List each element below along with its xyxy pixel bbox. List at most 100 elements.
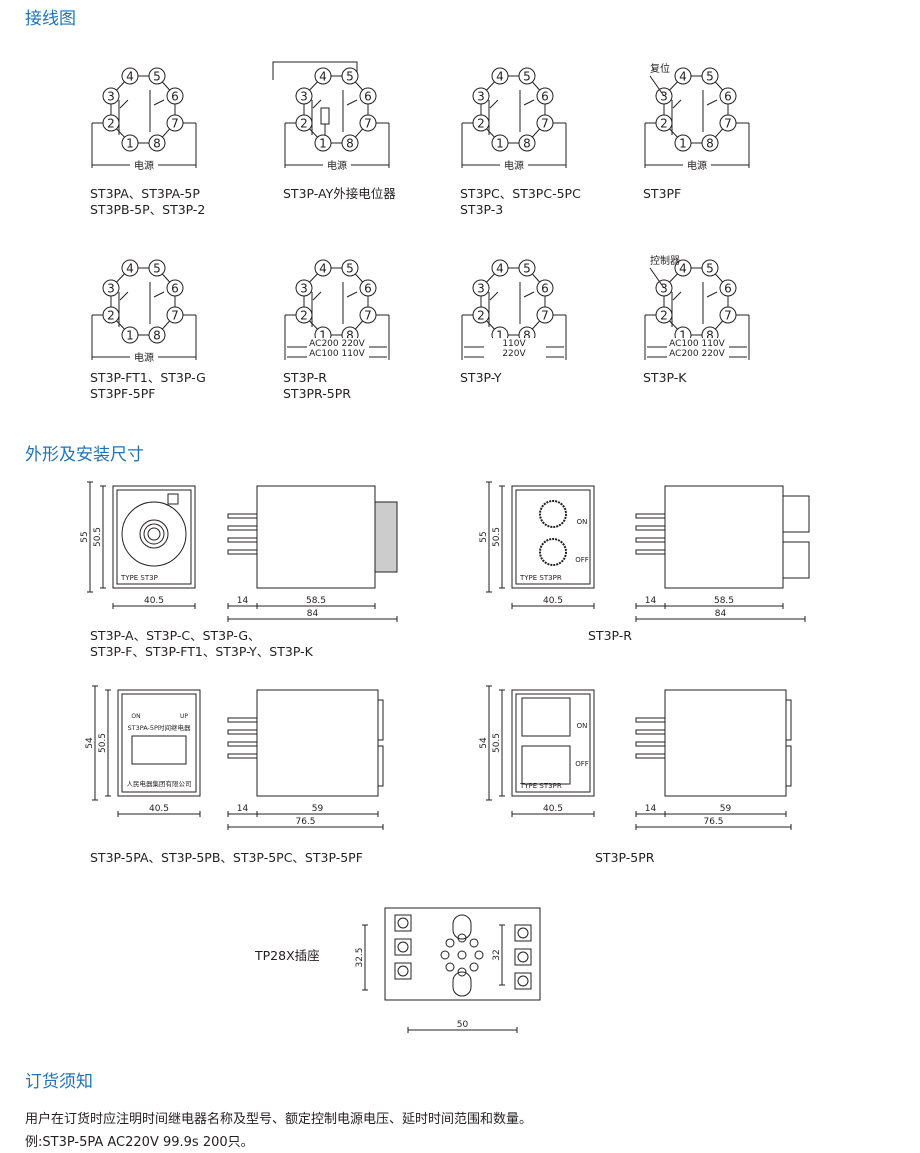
front-panel bbox=[515, 489, 591, 585]
pin-1 bbox=[491, 134, 509, 152]
off-dial bbox=[539, 538, 567, 566]
pin-3 bbox=[102, 279, 120, 297]
pin-number: 1 bbox=[496, 137, 504, 151]
pin-number: 2 bbox=[477, 309, 485, 323]
terminal bbox=[514, 948, 532, 966]
pin-3 bbox=[472, 87, 490, 105]
socket-hole bbox=[457, 967, 467, 977]
side-view bbox=[664, 485, 784, 589]
front-view bbox=[117, 689, 201, 797]
pin-6 bbox=[166, 87, 184, 105]
pin-number: 3 bbox=[660, 282, 668, 296]
pin bbox=[635, 513, 666, 519]
connector-tab bbox=[785, 699, 792, 741]
pin-number: 2 bbox=[107, 309, 115, 323]
pin-5 bbox=[341, 259, 359, 277]
pin bbox=[227, 729, 258, 735]
product-name: ST3PA-5P时间继电器 bbox=[128, 723, 191, 732]
pin-4 bbox=[674, 67, 692, 85]
dim-value: 32 bbox=[492, 949, 502, 960]
knob bbox=[374, 501, 398, 573]
voltage-label: AC200 220V bbox=[309, 339, 366, 349]
pin-6 bbox=[359, 87, 377, 105]
pin-number: 7 bbox=[724, 117, 732, 131]
pin-number: 5 bbox=[153, 70, 161, 84]
pin-number: 8 bbox=[706, 137, 714, 151]
digit-switch bbox=[131, 735, 187, 765]
dial-ring bbox=[143, 523, 165, 545]
pin bbox=[635, 549, 666, 555]
power-label: 电源 bbox=[134, 159, 154, 172]
pin-6 bbox=[166, 279, 184, 297]
diagram-caption: ST3P-R bbox=[283, 370, 327, 385]
pin-number: 3 bbox=[107, 90, 115, 104]
pin-number: 4 bbox=[126, 70, 134, 84]
pin-number: 6 bbox=[724, 282, 732, 296]
contact-switch bbox=[346, 99, 358, 106]
pin-3 bbox=[295, 87, 313, 105]
on-dial bbox=[539, 500, 567, 528]
pin-number: 1 bbox=[126, 137, 134, 151]
power-label: 电源 bbox=[327, 159, 347, 172]
socket-body bbox=[384, 907, 541, 1001]
dial-ring bbox=[147, 527, 161, 541]
socket-hole bbox=[457, 933, 467, 943]
contact-switch bbox=[119, 291, 129, 301]
pin-1 bbox=[674, 134, 692, 152]
order-section-title: 订货须知 bbox=[25, 1072, 93, 1092]
pin-1 bbox=[121, 326, 139, 344]
wiring-note: 复位 bbox=[650, 62, 670, 75]
pin bbox=[227, 753, 258, 759]
label-bg bbox=[667, 338, 729, 348]
socket-hole bbox=[474, 950, 484, 960]
off-label: OFF bbox=[575, 760, 589, 768]
terminal-screw bbox=[517, 951, 529, 963]
dim-value: 50.5 bbox=[93, 527, 103, 547]
pin-8 bbox=[518, 134, 536, 152]
pin-number: 1 bbox=[679, 137, 687, 151]
figure-caption: ST3P-R bbox=[588, 628, 632, 643]
socket-hole bbox=[469, 962, 479, 972]
pin-1 bbox=[314, 134, 332, 152]
pin-number: 2 bbox=[300, 117, 308, 131]
label-bg bbox=[484, 338, 546, 348]
contact-switch bbox=[153, 291, 165, 298]
pin-8 bbox=[701, 134, 719, 152]
wiring-note: 控制器 bbox=[650, 254, 680, 267]
contact-switch bbox=[489, 99, 499, 109]
pin-3 bbox=[102, 87, 120, 105]
external-switch-wire bbox=[272, 61, 358, 80]
socket-hole bbox=[469, 938, 479, 948]
pin-number: 4 bbox=[679, 70, 687, 84]
mount-slot bbox=[452, 914, 472, 940]
connector-tab bbox=[377, 699, 384, 741]
pin-8 bbox=[148, 326, 166, 344]
pin bbox=[635, 729, 666, 735]
label-bg bbox=[323, 158, 351, 170]
dim-value: 50.5 bbox=[492, 733, 502, 753]
dim-value: 14 bbox=[645, 804, 657, 814]
contact-switch bbox=[312, 291, 322, 301]
dim-value: 76.5 bbox=[703, 817, 723, 827]
label-bg bbox=[500, 158, 528, 170]
pin-5 bbox=[148, 67, 166, 85]
pin-5 bbox=[701, 259, 719, 277]
pin-number: 7 bbox=[541, 117, 549, 131]
dim-value: 84 bbox=[715, 609, 727, 619]
pin bbox=[635, 525, 666, 531]
pin-number: 4 bbox=[679, 262, 687, 276]
wire bbox=[649, 267, 665, 289]
terminal-screw bbox=[397, 941, 409, 953]
pin-6 bbox=[359, 279, 377, 297]
on-label: ON bbox=[577, 722, 588, 730]
mount-slot bbox=[452, 971, 472, 997]
contact-switch bbox=[706, 99, 718, 106]
pin-number: 7 bbox=[541, 309, 549, 323]
voltage-label: AC100 110V bbox=[669, 339, 726, 349]
terminal-screw bbox=[517, 927, 529, 939]
label-bg bbox=[130, 350, 158, 362]
